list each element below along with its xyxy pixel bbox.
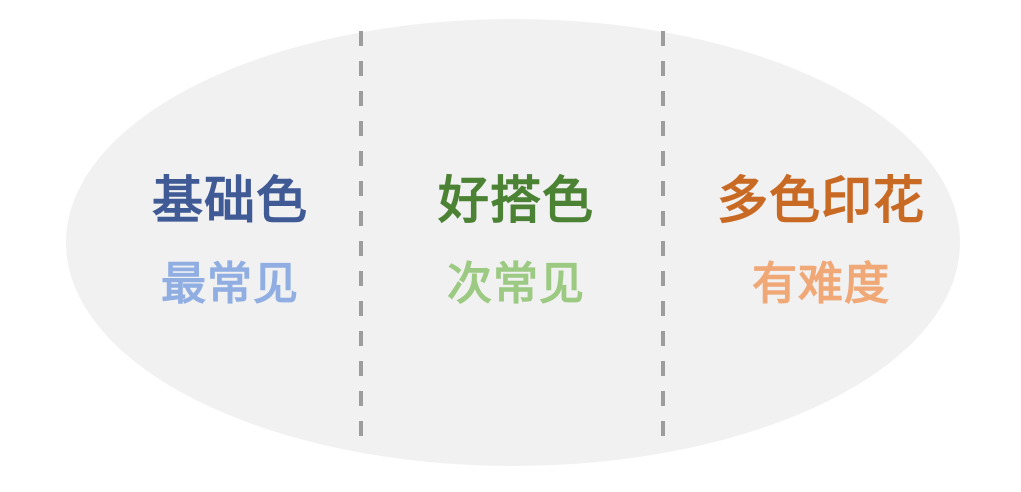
column-subtitle-multicolor-print: 有难度 bbox=[751, 258, 890, 309]
column-subtitle-easy-match-color: 次常见 bbox=[446, 258, 585, 309]
column-title-basic-color: 基础色 bbox=[151, 172, 308, 229]
column-title-multicolor-print: 多色印花 bbox=[716, 172, 925, 229]
dashed-divider-left bbox=[359, 31, 363, 441]
column-multicolor-print: 多色印花 有难度 bbox=[697, 170, 945, 312]
column-basic-color: 基础色 最常见 bbox=[106, 170, 354, 312]
dashed-divider-right bbox=[661, 31, 665, 441]
column-title-easy-match-color: 好搭色 bbox=[437, 172, 594, 229]
ellipse-background-shape bbox=[66, 19, 960, 466]
column-easy-match-color: 好搭色 次常见 bbox=[392, 170, 640, 312]
column-subtitle-basic-color: 最常见 bbox=[160, 258, 299, 309]
